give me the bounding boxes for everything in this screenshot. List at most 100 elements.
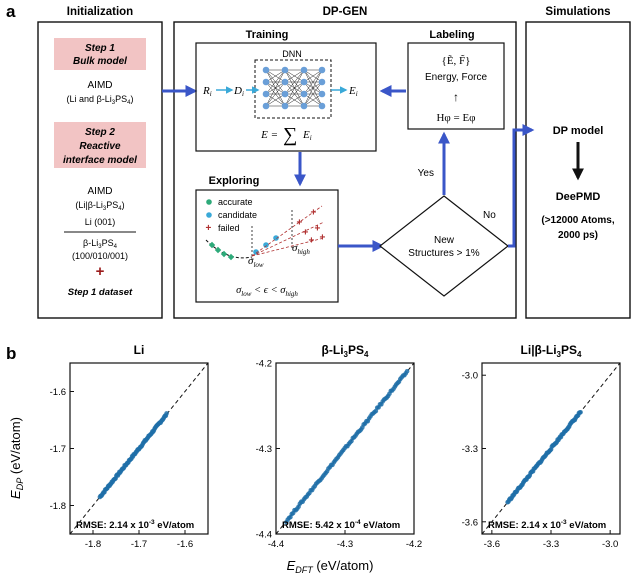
y-tick-label: -3.0 <box>462 371 478 382</box>
dnn-edge <box>303 69 323 83</box>
y-tick-label: -1.6 <box>50 387 66 398</box>
y-tick-label: -1.8 <box>50 501 66 512</box>
dnn-node <box>318 102 326 110</box>
y-tick-label: -4.3 <box>256 444 272 455</box>
failed-marker: + <box>309 236 315 247</box>
failed-marker: + <box>303 228 309 239</box>
labeling-title: Labeling <box>429 29 474 41</box>
legend-failed: failed <box>218 223 240 233</box>
dnn-node <box>300 66 308 74</box>
dnn-node <box>300 102 308 110</box>
dnn-node <box>300 90 308 98</box>
candidate-marker <box>263 242 269 248</box>
sum-symbol: ∑ <box>283 124 297 146</box>
dpgen-header: DP-GEN <box>323 6 368 18</box>
exploring-title: Exploring <box>209 175 260 187</box>
panel-a: a Initialization DP-GEN Simulations Step… <box>6 2 631 319</box>
decision-line1: New <box>434 235 455 246</box>
dnn-edge <box>284 81 305 107</box>
dnn-edge <box>265 81 286 107</box>
step1-line2: Bulk model <box>73 56 127 67</box>
training-title: Training <box>246 29 289 41</box>
sigma-low-label: σlow <box>248 255 264 269</box>
y-axis-label: EDP (eV/atom) <box>8 417 25 499</box>
dnn-node <box>281 66 289 74</box>
d-descriptor: Di <box>233 85 244 98</box>
failed-marker: + <box>311 208 317 219</box>
dnn-node <box>300 78 308 86</box>
sum-lhs: E = <box>260 129 278 141</box>
trajectory-line <box>251 237 325 257</box>
dnn-node <box>281 102 289 110</box>
up-arrow-glyph: ↑ <box>453 90 459 104</box>
parity-plot-3: Li|β-Li3PS4-3.6-3.3-3.0-3.6-3.3-3.0RMSE:… <box>462 343 621 550</box>
data-point <box>578 409 583 415</box>
plus-sign: + <box>96 263 105 280</box>
energy-curve <box>205 239 253 259</box>
labeling-box <box>407 42 505 130</box>
dp-model-label: DP model <box>553 125 604 137</box>
panel-b: b EDP (eV/atom) EDFT (eV/atom) Li-1.8-1.… <box>6 343 621 575</box>
step1-dataset: Step 1 dataset <box>68 287 133 298</box>
sum-rhs: Ei <box>302 129 312 142</box>
no-label: No <box>483 210 496 221</box>
x-tick-label: -3.0 <box>602 539 618 550</box>
x-tick-label: -1.6 <box>177 539 193 550</box>
step2-line3: interface model <box>63 155 137 166</box>
dnn-edge <box>265 69 286 107</box>
trajectory-line <box>251 221 325 257</box>
dnn-edge <box>303 69 323 107</box>
accurate-marker <box>220 250 228 258</box>
legend-failed-marker: + <box>206 223 212 234</box>
trajectory-line <box>251 205 323 257</box>
exploring-sketch: ++++++ <box>205 205 326 262</box>
x-tick-label: -4.3 <box>337 539 353 550</box>
init-column-box <box>37 21 163 319</box>
rmse-label: RMSE: 2.14 x 10-3 eV/atom <box>76 519 194 531</box>
dnn-node <box>262 78 270 86</box>
dnn-node <box>281 90 289 98</box>
criterion: σlow < ϵ < σhigh <box>236 285 298 298</box>
dnn-edge <box>265 69 286 83</box>
data-point <box>404 368 410 374</box>
panel-a-letter: a <box>6 2 16 21</box>
x-axis-label: EDFT (eV/atom) <box>287 558 374 575</box>
decision-diamond <box>379 195 509 297</box>
step2-line1: Step 2 <box>85 127 115 138</box>
init-header: Initialization <box>67 6 133 18</box>
aimd2-title: AIMD <box>88 186 113 197</box>
failed-marker: + <box>315 224 321 235</box>
y-tick-label: -4.2 <box>256 359 272 370</box>
dnn-edge <box>265 93 286 107</box>
plot-title: β-Li3PS4 <box>322 343 369 359</box>
legend-accurate-marker <box>206 199 212 205</box>
legend-candidate-marker <box>206 212 212 218</box>
deepmd-detail2: 2000 ps) <box>558 230 598 241</box>
dnn-node <box>262 102 270 110</box>
panel-b-letter: b <box>6 344 16 363</box>
dnn-network <box>262 66 326 110</box>
r-input: Ri <box>202 85 212 98</box>
step2-line2: Reactive <box>79 141 121 152</box>
dnn-edge <box>303 81 323 107</box>
dnn-node <box>281 78 289 86</box>
y-tick-label: -1.7 <box>50 444 66 455</box>
x-tick-label: -4.2 <box>406 539 422 550</box>
step1-box <box>54 38 146 70</box>
accurate-marker <box>208 241 216 249</box>
failed-marker: + <box>297 218 303 229</box>
step1-line1: Step 1 <box>85 43 115 54</box>
legend-candidate: candidate <box>218 210 257 220</box>
accurate-marker <box>214 246 222 254</box>
dnn-edge <box>284 69 305 107</box>
schrodinger-eq: Hφ = Eφ <box>436 112 475 124</box>
rmse-label: RMSE: 2.14 x 10-3 eV/atom <box>488 519 606 531</box>
candidate-marker <box>273 235 279 241</box>
aimd2-sub: (Li|β-Li3PS4) <box>75 200 124 212</box>
deepmd-label: DeePMD <box>556 191 601 203</box>
y-tick-label: -3.6 <box>462 517 478 528</box>
dnn-edge <box>265 69 286 95</box>
